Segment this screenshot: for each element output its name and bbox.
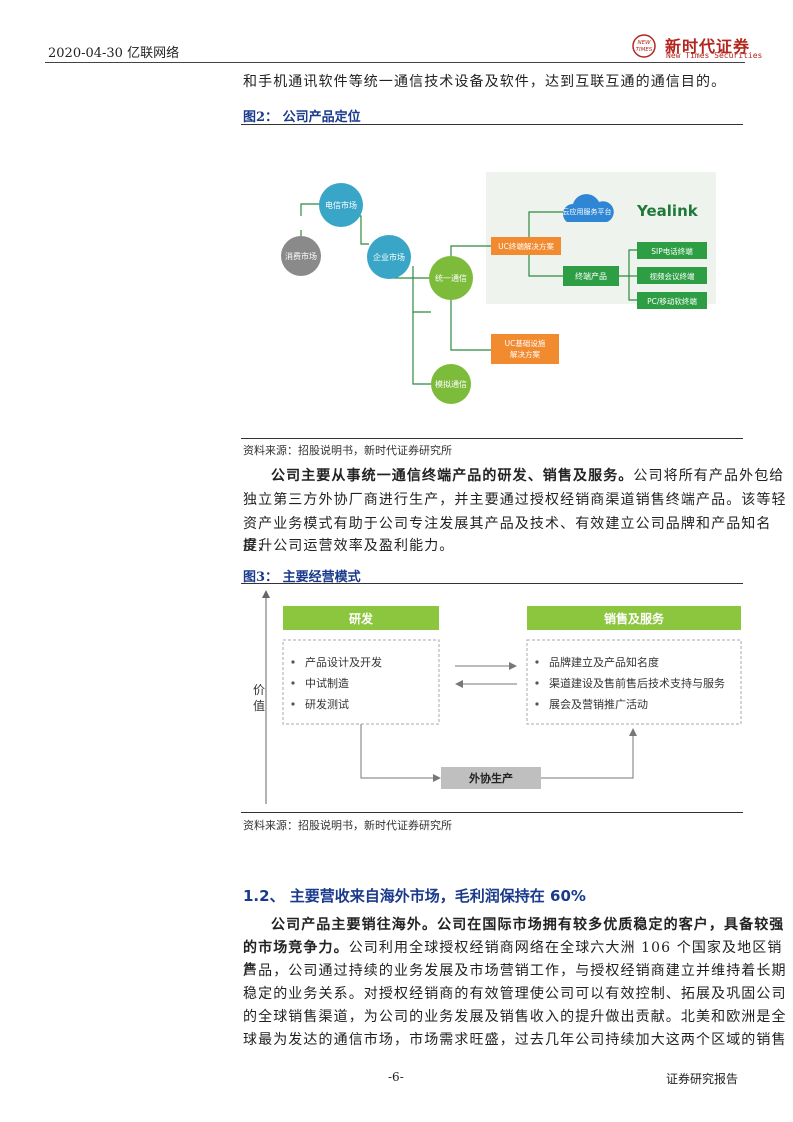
logo-text-en: New Times Securities [666, 51, 763, 60]
rd-bullet-icon [291, 681, 295, 685]
telecom-node [319, 183, 363, 227]
fig2-title: 图2： 公司产品定位 [243, 110, 361, 125]
enterprise-label: 企业市场 [373, 252, 405, 262]
telecom-label: 电信市场 [325, 200, 357, 210]
cloud-icon [563, 194, 614, 222]
unified-label: 统一通信 [435, 273, 467, 283]
video-label: 视频会议终端 [650, 271, 695, 281]
terminal-products-label: 终端产品 [575, 271, 607, 281]
para1-line3: 资产业务模式有助于公司专注发展其产品及技术、有效建立公司品牌和产品知名度、 [243, 516, 772, 554]
para2-bold1: 公司产品主要销往海外。公司在国际市场拥有较多优质稳定的客户，具备较强 [271, 917, 785, 933]
rd-box [282, 639, 440, 725]
rd-label: 研发 [349, 611, 374, 626]
value-label-2: 值 [253, 698, 265, 713]
analog-node [431, 364, 471, 404]
analog-label: 模拟通信 [435, 379, 467, 389]
sales-label: 销售及服务 [604, 611, 665, 626]
svg-text:NEW: NEW [637, 40, 651, 46]
para2-line2: 的市场竞争力。公司利用全球授权经销商网络在全球六大洲 106 个国家及地区销售 [243, 938, 793, 981]
sales-box [526, 639, 742, 725]
para2-line3: 产品，公司通过持续的业务发展及市场营销工作，与授权经销商建立并维持着长期 [243, 963, 787, 979]
consumer-label: 消费市场 [285, 251, 317, 261]
footer-label: 证券研究报告 [666, 1072, 739, 1086]
pc-label: PC/移动软终端 [647, 296, 697, 306]
rd-bullet-icon [291, 660, 295, 664]
uc-terminal-box [491, 237, 561, 255]
para2-line6: 球最为发达的通信市场，市场需求旺盛，过去几年公司持续加大这两个区域的销售 [243, 1032, 787, 1048]
para1-bold: 公司主要从事统一通信终端产品的研发、销售及服务。 [271, 468, 634, 484]
enterprise-node [367, 235, 411, 279]
rd-item: 中试制造 [305, 676, 349, 690]
logo-text-cn: 新时代证券 [665, 37, 751, 56]
para2-line4: 稳定的业务关系。对授权经销商的有效管理使公司可以有效控制、拓展及巩固公司 [243, 986, 787, 1002]
fig2-bottom-rule [241, 438, 743, 439]
sales-bullet-icon [535, 702, 539, 706]
fig2-source: 资料来源：招股说明书，新时代证券研究所 [243, 444, 452, 457]
unified-node [429, 256, 473, 300]
para1-line4: 提升公司运营效率及盈利能力。 [243, 538, 455, 554]
para1-line2: 独立第三方外协厂商进行生产，并主要通过授权经销商渠道销售终端产品。该等轻 [243, 492, 787, 508]
rd-item: 产品设计及开发 [305, 655, 382, 669]
para1-line1-rest: 公司将所有产品外包给 [633, 468, 785, 484]
sales-item: 展会及营销推广活动 [549, 697, 648, 711]
uc-infra-label-1: UC基础设施 [505, 338, 546, 348]
para2-line2-rest: 公司利用全球授权经销商网络在全球六大洲 106 个国家及地区销售 [243, 940, 783, 978]
svg-text:TIMES: TIMES [636, 47, 653, 53]
rd-item: 研发测试 [305, 697, 349, 711]
para2-line5: 的全球销售渠道，为公司的业务发展及销售收入的提升做出贡献。北美和欧洲是全 [243, 1009, 787, 1025]
pc-box [637, 292, 707, 309]
rd-bullet-icon [291, 702, 295, 706]
fig3-top-rule [241, 583, 743, 584]
sales-bullet-icon [535, 681, 539, 685]
sales-item: 渠道建设及售前售后技术支持与服务 [549, 676, 725, 690]
company-logo-icon: NEW TIMES [632, 34, 656, 58]
outsource-box [441, 767, 541, 789]
section-heading: 1.2、 主要营收来自海外市场，毛利润保持在 60% [243, 887, 586, 905]
para1-line1: 公司主要从事统一通信终端产品的研发、销售及服务。公司将所有产品外包给 [271, 466, 784, 488]
outsource-label: 外协生产 [468, 771, 513, 785]
uc-terminal-label: UC终端解决方案 [498, 241, 554, 251]
sales-header [527, 606, 741, 630]
sales-item: 品牌建立及产品知名度 [549, 655, 659, 669]
fig2-diagram: 电信市场 消费市场 企业市场 统一通信 模拟通信 UC终端解决方案 云应用服务平… [241, 126, 743, 438]
para2-bold2: 的市场竞争力。 [243, 940, 349, 956]
sales-bullet-icon [535, 660, 539, 664]
uc-infra-box [491, 334, 559, 364]
intro-line: 和手机通讯软件等统一通信技术设备及软件，达到互联互通的通信目的。 [243, 74, 727, 90]
fig3-bottom-rule [241, 812, 743, 813]
page-number: -6- [388, 1070, 404, 1084]
sip-box [637, 242, 707, 259]
fig3-title: 图3： 主要经营模式 [243, 570, 361, 585]
yealink-logo: Yealink [636, 202, 699, 220]
para2-line1: 公司产品主要销往海外。公司在国际市场拥有较多优质稳定的客户，具备较强 [271, 915, 784, 937]
sip-label: SIP电话终端 [651, 246, 693, 256]
value-label-1: 价 [253, 683, 265, 697]
rd-header [283, 606, 439, 630]
terminal-products-box [563, 266, 619, 286]
cloud-label: 云应用服务平台 [563, 207, 612, 216]
video-box [637, 267, 707, 284]
fig3-source: 资料来源：招股说明书，新时代证券研究所 [243, 819, 452, 832]
fig2-top-rule [241, 124, 743, 125]
header-date-company: 2020-04-30 亿联网络 [48, 46, 180, 61]
uc-infra-label-2: 解决方案 [510, 349, 540, 359]
header-rule [45, 62, 745, 63]
consumer-node [281, 236, 321, 276]
